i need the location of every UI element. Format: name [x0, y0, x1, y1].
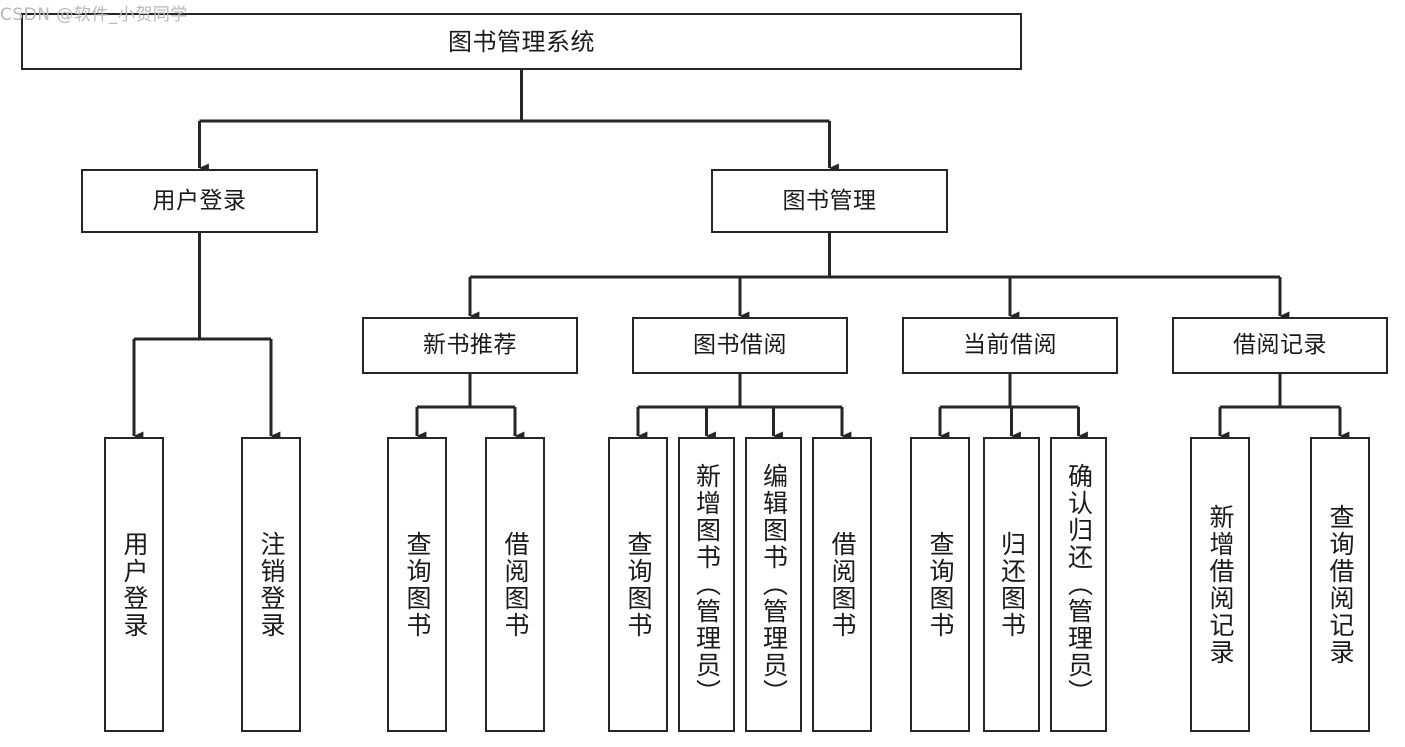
node-label: 注销登录	[257, 530, 286, 639]
node-leaf-query-3[interactable]: 查询图书	[910, 437, 970, 732]
node-label: 查询图书	[926, 530, 955, 639]
node-borrow-record[interactable]: 借阅记录	[1172, 317, 1388, 374]
node-leaf-edit-book[interactable]: 编辑图书（管理员）	[745, 437, 802, 732]
node-label: 查询图书	[624, 530, 653, 639]
node-label: 用户登录	[152, 187, 247, 214]
node-label: 当前借阅	[963, 332, 1057, 359]
node-label: 归还图书	[997, 530, 1027, 639]
node-leaf-query-rec[interactable]: 查询借阅记录	[1310, 437, 1370, 732]
node-label: 新增图书（管理员）	[692, 463, 722, 706]
node-label: 用户登录	[120, 530, 149, 639]
node-new-book-rec[interactable]: 新书推荐	[362, 317, 578, 374]
node-label: 借阅图书	[828, 530, 857, 639]
node-leaf-return[interactable]: 归还图书	[983, 437, 1040, 732]
node-label: 查询借阅记录	[1326, 503, 1355, 666]
csdn-watermark: CSDN @软件_小贺同学	[0, 5, 188, 25]
node-leaf-query-2[interactable]: 查询图书	[608, 437, 668, 732]
node-root[interactable]: 图书管理系统	[21, 13, 1022, 70]
node-label: 新增借阅记录	[1206, 503, 1235, 666]
node-label: 图书借阅	[693, 332, 787, 359]
node-leaf-borrow-2[interactable]: 借阅图书	[812, 437, 872, 732]
node-label: 借阅图书	[501, 530, 530, 639]
node-leaf-add-book[interactable]: 新增图书（管理员）	[678, 437, 735, 732]
node-user-login[interactable]: 用户登录	[81, 169, 318, 233]
node-leaf-logout[interactable]: 注销登录	[241, 437, 301, 732]
node-label: 编辑图书（管理员）	[759, 463, 789, 706]
node-label: 图书管理系统	[448, 27, 595, 56]
node-leaf-user-login[interactable]: 用户登录	[104, 437, 164, 732]
node-book-manage[interactable]: 图书管理	[711, 169, 948, 233]
node-book-borrow[interactable]: 图书借阅	[632, 317, 848, 374]
node-label: 查询图书	[403, 530, 432, 639]
edge-paths	[132, 70, 1350, 441]
node-label: 借阅记录	[1233, 332, 1327, 359]
node-label: 新书推荐	[423, 332, 517, 359]
node-leaf-query-1[interactable]: 查询图书	[387, 437, 447, 732]
node-current-borrow[interactable]: 当前借阅	[902, 317, 1118, 374]
node-label: 确认归还（管理员）	[1064, 463, 1094, 706]
node-leaf-borrow-1[interactable]: 借阅图书	[485, 437, 545, 732]
node-leaf-add-rec[interactable]: 新增借阅记录	[1190, 437, 1250, 732]
node-leaf-confirm[interactable]: 确认归还（管理员）	[1050, 437, 1107, 732]
node-label: 图书管理	[782, 187, 877, 214]
